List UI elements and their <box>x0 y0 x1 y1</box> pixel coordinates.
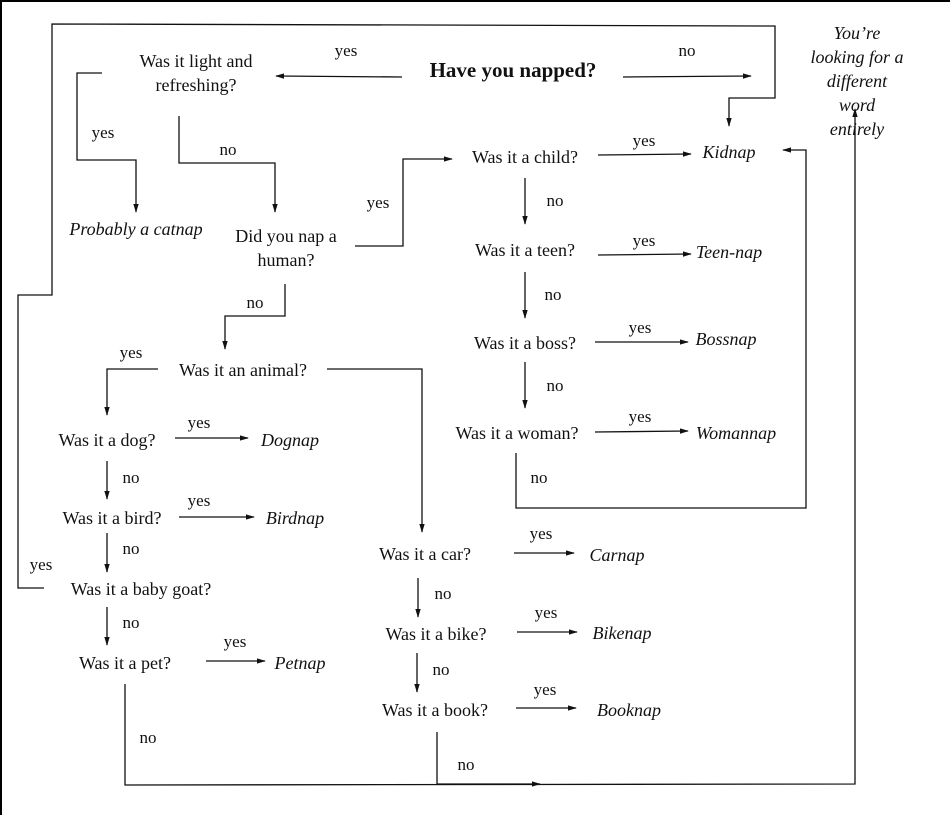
label-book-yes: yes <box>533 680 557 699</box>
node-teennap: Teen-nap <box>695 242 763 262</box>
node-carnap: Carnap <box>589 545 645 565</box>
edge-animal-yes <box>104 368 158 416</box>
label-bike-yes: yes <box>534 603 558 622</box>
node-baby-goat: Was it a baby goat? <box>70 579 212 599</box>
edge-human-no <box>222 284 286 350</box>
node-woman: Was it a woman? <box>455 423 579 443</box>
label-boss-yes: yes <box>628 318 652 337</box>
edge-child-yes <box>597 151 692 157</box>
label-teen-yes: yes <box>632 231 656 250</box>
node-child: Was it a child? <box>471 147 579 167</box>
label-book-no: no <box>457 755 475 774</box>
label-child-no: no <box>546 191 564 210</box>
label-car-no: no <box>434 584 452 603</box>
label-woman-yes: yes <box>628 407 652 426</box>
edge-book-no <box>436 732 541 787</box>
label-pet-no: no <box>139 728 157 747</box>
label-human-yes: yes <box>366 193 390 212</box>
label-start-yes: yes <box>334 41 358 60</box>
node-boss: Was it a boss? <box>473 333 577 353</box>
edge-teen-yes <box>597 251 692 257</box>
edge-human-yes <box>355 156 453 247</box>
label-light-no: no <box>219 140 237 159</box>
node-bird: Was it a bird? <box>62 508 162 528</box>
edge-woman-no <box>515 147 807 509</box>
edge-start-yes <box>275 73 403 79</box>
node-kidnap: Kidnap <box>702 142 756 162</box>
edge-pet-no <box>124 108 858 786</box>
node-human: Did you nap a human? <box>235 226 337 270</box>
node-start: Have you napped? <box>429 58 597 82</box>
node-book: Was it a book? <box>381 700 489 720</box>
node-teen: Was it a teen? <box>474 240 576 260</box>
label-bird-yes: yes <box>187 491 211 510</box>
label-woman-no: no <box>530 468 548 487</box>
node-dognap: Dognap <box>261 430 319 450</box>
label-bike-no: no <box>432 660 450 679</box>
label-goat-yes: yes <box>29 555 53 574</box>
node-pet: Was it a pet? <box>78 653 172 673</box>
label-pet-yes: yes <box>223 632 247 651</box>
label-boss-no: no <box>546 376 564 395</box>
label-dog-no: no <box>122 468 140 487</box>
edge-goat-yes <box>17 23 776 589</box>
edge-light-yes <box>76 72 139 213</box>
label-animal-yes: yes <box>119 343 143 362</box>
edge-woman-yes <box>594 428 689 434</box>
label-bird-no: no <box>122 539 140 558</box>
edge-animal-no <box>327 368 425 533</box>
label-start-no: no <box>678 41 696 60</box>
label-teen-no: no <box>544 285 562 304</box>
node-booknap: Booknap <box>597 700 661 720</box>
node-womannap: Womannap <box>695 423 777 443</box>
node-different-word: You’re looking for a different word enti… <box>810 23 904 139</box>
node-animal: Was it an animal? <box>178 360 308 380</box>
edge-start-no <box>622 73 752 79</box>
edge-light-no <box>178 116 278 213</box>
node-bossnap: Bossnap <box>695 329 757 349</box>
node-car: Was it a car? <box>379 544 471 564</box>
node-birdnap: Birdnap <box>265 508 325 528</box>
node-bike: Was it a bike? <box>385 624 487 644</box>
node-petnap: Petnap <box>274 653 326 673</box>
label-human-no: no <box>246 293 264 312</box>
node-bikenap: Bikenap <box>592 623 652 643</box>
label-child-yes: yes <box>632 131 656 150</box>
label-goat-no: no <box>122 613 140 632</box>
label-car-yes: yes <box>529 524 553 543</box>
label-light-yes: yes <box>91 123 115 142</box>
node-dog: Was it a dog? <box>58 430 156 450</box>
label-dog-yes: yes <box>187 413 211 432</box>
node-catnap: Probably a catnap <box>69 219 203 239</box>
node-light: Was it light and refreshing? <box>139 51 253 95</box>
